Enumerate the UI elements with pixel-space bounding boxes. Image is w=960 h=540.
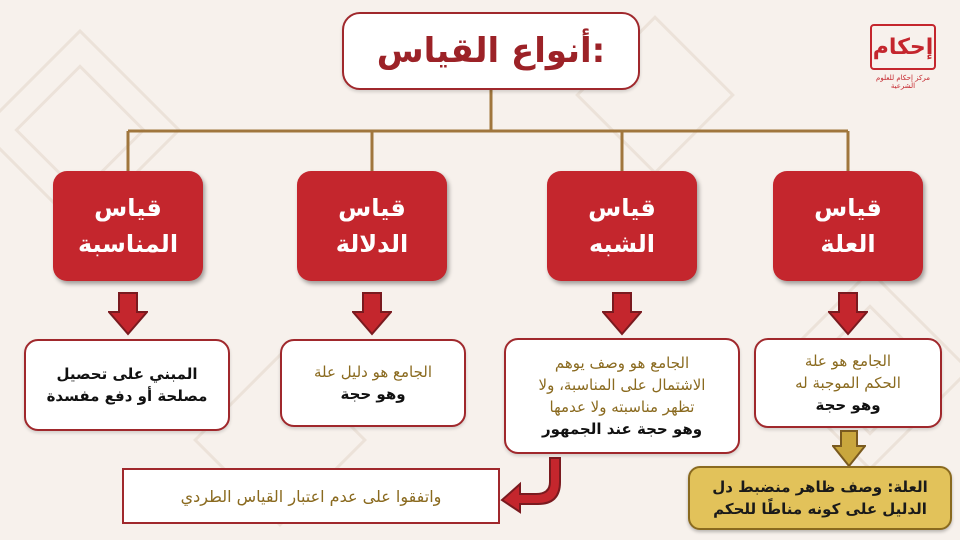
down-arrow-icon	[602, 292, 642, 336]
category-line1: قياس	[814, 194, 882, 222]
desc-line: وهو حجة عند الجمهور	[541, 420, 703, 438]
page-title: أنواع القياس:	[376, 31, 606, 71]
desc-munasaba: المبني على تحصيل مصلحة أو دفع مفسدة	[24, 339, 230, 431]
desc-line: الحكم الموجبة له	[795, 374, 901, 392]
down-arrow-icon	[108, 292, 148, 336]
desc-line: الاشتمال على المناسبة، ولا	[538, 376, 706, 394]
category-line2: الدلالة	[335, 230, 409, 258]
illa-definition-box: العلة: وصف ظاهر منضبط دل الدليل على كونه…	[688, 466, 952, 530]
category-illa: قياس العلة	[773, 171, 923, 281]
desc-line: تظهر مناسبته ولا عدمها	[549, 398, 695, 416]
category-line1: قياس	[338, 194, 406, 222]
illa-definition-line: الدليل على كونه مناطًا للحكم	[713, 500, 927, 518]
desc-line: المبني على تحصيل	[56, 365, 198, 383]
category-line2: العلة	[820, 230, 876, 258]
category-line2: المناسبة	[77, 230, 179, 258]
curved-arrow-icon	[500, 457, 561, 514]
desc-dalala: الجامع هو دليل علة وهو حجة	[280, 339, 466, 427]
down-arrow-icon	[352, 292, 392, 336]
logo-mark: إحكام	[870, 24, 936, 70]
desc-shabah: الجامع هو وصف يوهم الاشتمال على المناسبة…	[504, 338, 740, 454]
desc-line: الجامع هو دليل علة	[313, 363, 433, 381]
category-dalala: قياس الدلالة	[297, 171, 447, 281]
desc-line: وهو حجة	[340, 385, 406, 403]
desc-line: وهو حجة	[815, 396, 881, 414]
category-line1: قياس	[588, 194, 656, 222]
category-line1: قياس	[94, 194, 162, 222]
title-box: أنواع القياس:	[342, 12, 640, 90]
logo: إحكام مركز إحكام للعلوم الشرعية	[866, 24, 940, 90]
agreement-text: واتفقوا على عدم اعتبار القياس الطردي	[180, 486, 442, 506]
category-shabah: قياس الشبه	[547, 171, 697, 281]
category-line2: الشبه	[588, 230, 655, 258]
down-arrow-gold-icon	[832, 430, 866, 468]
down-arrow-icon	[828, 292, 868, 336]
category-munasaba: قياس المناسبة	[53, 171, 203, 281]
logo-name: إحكام	[872, 34, 934, 60]
illa-definition-line: العلة: وصف ظاهر منضبط دل	[712, 478, 928, 496]
desc-line: الجامع هو علة	[804, 352, 892, 370]
agreement-box: واتفقوا على عدم اعتبار القياس الطردي	[122, 468, 500, 524]
logo-subtitle: مركز إحكام للعلوم الشرعية	[876, 74, 930, 90]
desc-line: مصلحة أو دفع مفسدة	[46, 387, 208, 405]
desc-illa: الجامع هو علة الحكم الموجبة له وهو حجة	[754, 338, 942, 428]
desc-line: الجامع هو وصف يوهم	[554, 354, 690, 372]
